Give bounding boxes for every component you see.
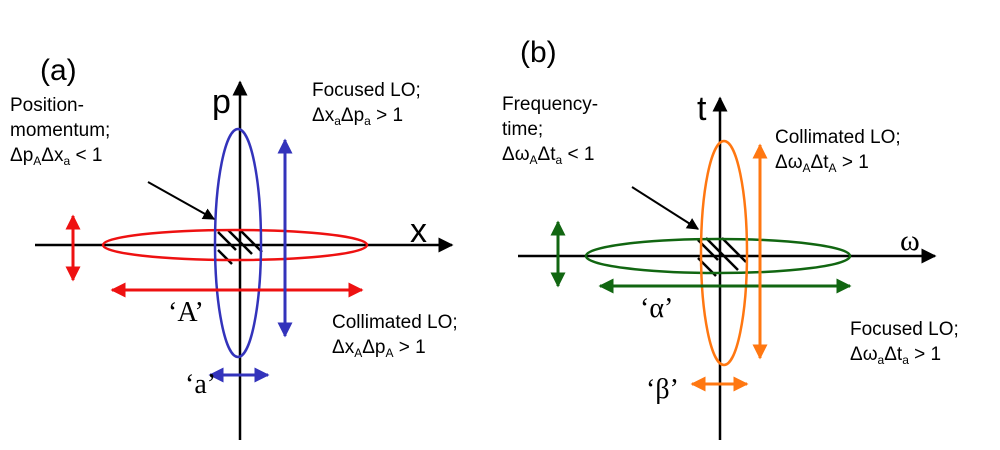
panel-a-position-label: Position- <box>10 95 84 116</box>
panel-a-momentum-label: momentum; <box>10 120 110 141</box>
panel-a-x-axis-label: x <box>410 212 427 250</box>
panel-b-label: (b) <box>520 36 557 69</box>
panel-b-omega-axis-label: ω <box>900 224 920 257</box>
panel-a-collimated-lo-label: Collimated LO; <box>332 312 458 333</box>
panel-b-focused-lo-relation: ΔωaΔta > 1 <box>850 344 941 367</box>
panel-a-focused-lo-label: Focused LO; <box>312 80 421 101</box>
panel-b-frequency-label: Frequency- <box>502 94 598 115</box>
panel-a-mode-big-label: ‘A’ <box>168 297 204 328</box>
panel-b-collimated-lo-label: Collimated LO; <box>775 127 901 148</box>
panel-a-uncertainty-relation: ΔpAΔxa < 1 <box>10 145 102 168</box>
panel-a-p-axis-label: p <box>212 83 231 121</box>
panel-a-mode-small-label: ‘a’ <box>185 369 216 400</box>
panel-b-uncertainty-relation: ΔωAΔta < 1 <box>502 144 594 167</box>
panel-b-mode-small-label: ‘β’ <box>646 374 679 405</box>
panel-b-collimated-lo-relation: ΔωAΔtA > 1 <box>775 152 869 175</box>
panel-a-collimated-lo-relation: ΔxAΔpA > 1 <box>332 337 426 360</box>
panel-a-pointer-arrow <box>147 181 216 220</box>
panel-b-focused-lo-label: Focused LO; <box>850 319 959 340</box>
panel-a-focused-lo-relation: ΔxaΔpa > 1 <box>312 105 403 128</box>
panel-b-mode-big-label: ‘α’ <box>640 293 673 324</box>
panel-b: (b) t ω Frequency- time; ΔωAΔta < 1 Coll… <box>502 36 959 440</box>
panel-b-pointer-arrow <box>631 186 700 230</box>
panel-a-label: (a) <box>40 54 77 87</box>
panel-b-time-label: time; <box>502 119 543 140</box>
panel-a-horizontal-ellipse <box>101 228 369 262</box>
panel-a: (a) p x Position- momentum; ΔpAΔxa < 1 F… <box>10 54 458 440</box>
panel-b-t-axis-label: t <box>697 90 707 128</box>
panel-a-vertical-ellipse <box>213 127 263 359</box>
panel-b-horizontal-ellipse <box>584 237 852 275</box>
panel-a-overlap-hatch <box>217 229 263 265</box>
panel-b-vertical-ellipse <box>699 139 749 367</box>
